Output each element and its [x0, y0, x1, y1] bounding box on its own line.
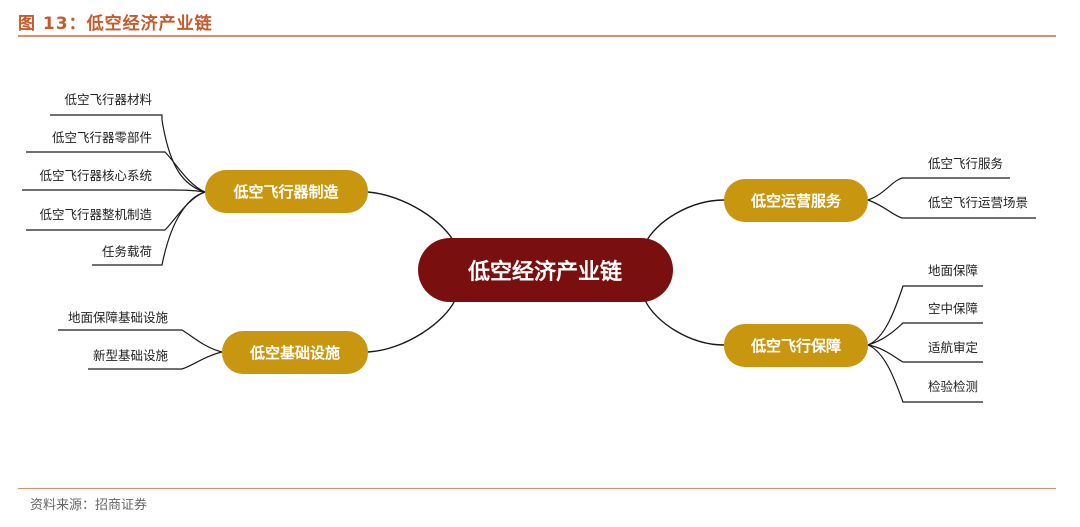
center-pill	[418, 238, 673, 302]
branch-operation-services: 低空运营服务	[724, 179, 868, 222]
leaf-label: 空中保障	[928, 301, 978, 316]
figure-title: 图 13：低空经济产业链	[18, 14, 213, 34]
leaf-label: 地面保障	[928, 263, 978, 278]
leaf-label: 低空飞行器核心系统	[39, 168, 152, 183]
leaf-label: 检验检测	[928, 379, 978, 394]
branch-pill	[222, 331, 368, 374]
leaf-label: 低空飞行器整机制造	[39, 207, 152, 222]
branch-infrastructure: 低空基础设施	[222, 331, 368, 374]
source-note: 资料来源：招商证券	[30, 498, 148, 513]
leaf-label: 地面保障基础设施	[68, 310, 169, 325]
leaf-label: 低空飞行器零部件	[52, 130, 152, 145]
branch-pill	[205, 170, 368, 213]
branch-pill	[724, 179, 868, 222]
operation-leaf-connectors	[867, 177, 1036, 219]
leaf-label: 适航审定	[928, 340, 978, 355]
leaf-label: 新型基础设施	[93, 348, 169, 363]
branch-label: 低空基础设施	[249, 344, 340, 362]
branch-label: 低空飞行器制造	[232, 183, 338, 201]
branch-pill	[724, 324, 868, 367]
center-node: 低空经济产业链	[418, 238, 673, 302]
branch-flight-support: 低空飞行保障	[724, 324, 868, 367]
title-divider	[18, 35, 1056, 37]
branch-aircraft-manufacturing: 低空飞行器制造	[205, 170, 368, 213]
aircraft-leaf-connectors	[22, 114, 206, 266]
center-label: 低空经济产业链	[467, 259, 622, 285]
leaf-label: 低空飞行器材料	[64, 92, 152, 107]
leaf-label: 任务载荷	[102, 244, 152, 259]
infrastructure-leaf-connectors	[58, 329, 223, 370]
support-leaf-connectors	[867, 285, 983, 403]
leaf-label: 低空飞行运营场景	[928, 195, 1028, 210]
leaf-label: 低空飞行服务	[928, 156, 1003, 171]
center-connectors	[367, 191, 725, 353]
branch-label: 低空飞行保障	[750, 337, 841, 355]
source-divider	[18, 488, 1056, 489]
branch-label: 低空运营服务	[750, 192, 842, 210]
